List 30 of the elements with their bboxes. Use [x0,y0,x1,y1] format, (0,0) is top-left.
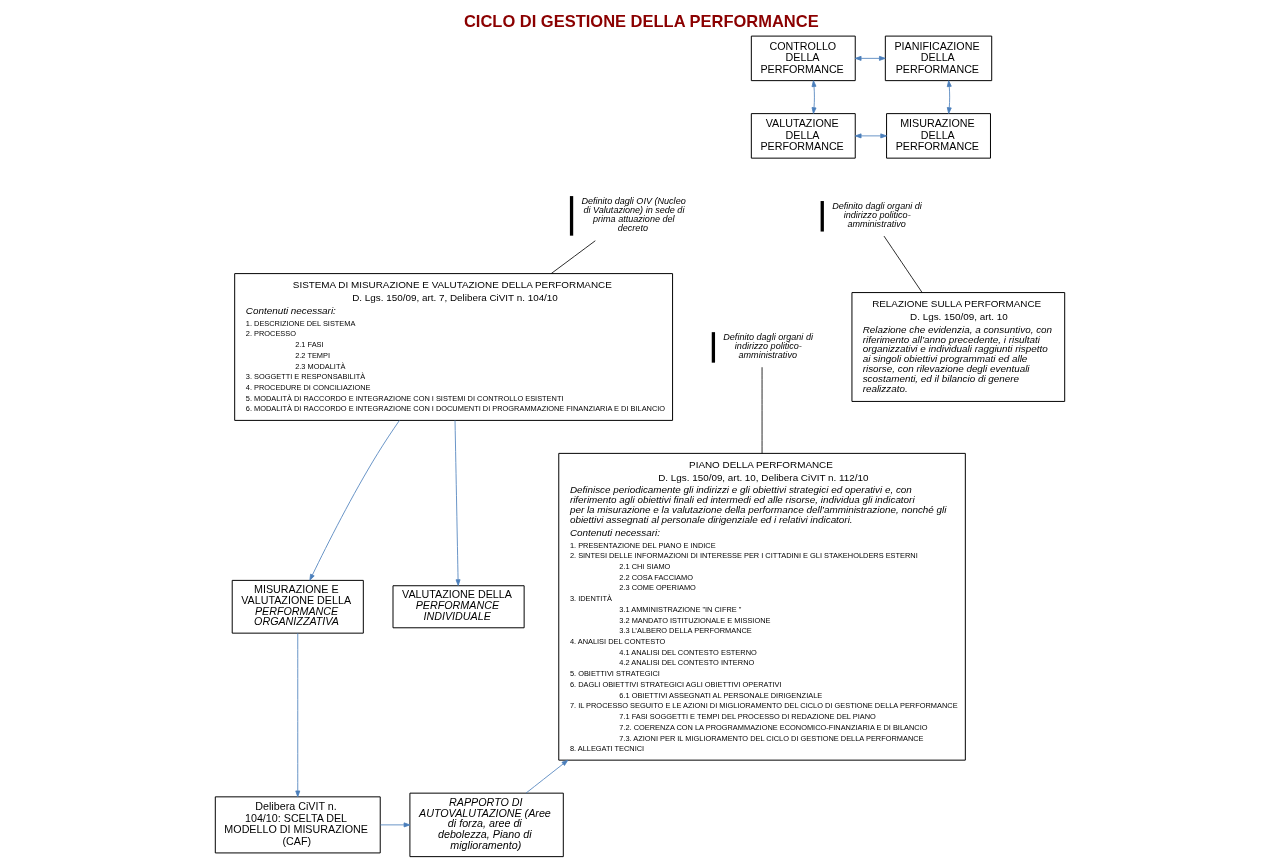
node-box: RELAZIONE SULLA PERFORMANCE D. Lgs. 150/09, art. 10 Relazione che evidenzia, a consuntivo, con riferimento all’anno precedente, i risultati organizzativi e individuali raggiunti rispetto ai singoli obiettivi programmati ed alle risorse, con rilevazione degli eventuali scostamenti, ed il bilancio di genere realizzato. [851,292,1066,402]
node-label: Definito dagli organi di indirizzo politico-amministrativo [832,201,922,230]
node-box: MISURAZIONE DELLA PERFORMANCE [886,113,991,159]
node-box: CONTROLLO DELLA PERFORMANCE [750,35,856,82]
node-box: PIANO DELLA PERFORMANCE D. Lgs. 150/09, art. 10, Delibera CiVIT n. 112/10 Definisce periodicamente gli indirizzi e gli obiettivi strategici ed operativi e, con riferimento agli obiettivi finali ed intermedi ed alle risorse, individua gli indicatori per la misurazione e la valutazione della performance dell’amministrazione, nonché gli obiettivi assegnati al personale dirigenziale ed i relativi indicatori. Contenuti necessari: 1. PRESENTAZIONE DEL PIANO E INDICE 2. SINTESI DELLE INFORMAZIONI DI INTERESSE PER I CITTADINI E GLI STAKEHOLDERS ESTERNI 2.1 CHI SIAMO 2.2 COSA FACCIAMO 2.3 COME OPERIAMO 3. IDENTITÀ 3.1 AMMINISTRAZIONE "IN CIFRE " 3.2 MANDATO ISTITUZIONALE E MISSIONE 3.3 L’ALBERO DELLA PERFORMANCE 4. ANALISI DEL CONTESTO 4.1 ANALISI DEL CONTESTO ESTERNO 4.2 ANALISI DEL CONTESTO INTERNO 5. OBIETTIVI STRATEGICI 6. DAGLI OBIETTIVI STRATEGICI AGLI OBIETTIVI OPERATIVI 6.1 OBIETTIVI ASSEGNATI AL PERSONALE DIRIGENZIALE 7. IL PROCESSO SEGUITO E LE AZIONI DI MIGLIORAMENTO DEL CICLO DI GESTIONE DELLA PERFORMANCE 7.1 FASI SOGGETTI E TEMPI DEL PROCESSO DI REDAZIONE DEL PIANO 7.2. COERENZA CON LA PROGRAMMAZIONE ECONOMICO-FINANZIARIA E DI BILANCIO 7.3. AZIONI PER IL MIGLIORAMENTO DEL CICLO DI GESTIONE DELLA PERFORMANCE 8. ALLEGATI TECNICI [558,452,966,761]
node-label: Definito dagli organi di indirizzo politico-amministrativo [723,332,813,361]
connector [761,366,763,454]
arrow [854,133,887,139]
node-box [569,196,574,236]
arrow [295,632,301,798]
arrow [811,80,817,114]
node-box: RAPPORTO DI AUTOVALUTAZIONE (Aree di forza, aree di debolezza, Piano di miglioramento) [409,792,564,858]
arrow [454,420,461,586]
connector [883,235,923,293]
node-box: SISTEMA DI MISURAZIONE E VALUTAZIONE DELLA PERFORMANCE D. Lgs. 150/09, art. 7, Delibera CiVIT n. 104/10 Contenuti necessari: 1. DESCRIZIONE DEL SISTEMA 2. PROCESSO 2.1 FASI 2.2 TEMPI 2.3 MODALITÀ 3. SOGGETTI E RESPONSABILITÀ 4. PROCEDURE DI CONCILIAZIONE 5. MODALITÀ DI RACCORDO E INTEGRAZIONE CON I SISTEMI DI CONTROLLO ESISTENTI 6. MODALITÀ DI RACCORDO E INTEGRAZIONE CON I DOCUMENTI DI PROGRAMMAZIONE FINANZIARIA E DI BILANCIO [234,273,674,421]
node-box [820,201,824,232]
node-box: MISURAZIONE E VALUTAZIONE DELLA PERFORMANCE ORGANIZZATIVA [231,579,364,634]
node-box: VALUTAZIONE DELLA PERFORMANCE [750,113,856,159]
node-box: VALUTAZIONE DELLA PERFORMANCE INDIVIDUALE [392,585,525,629]
arrow [379,822,411,828]
arrow [309,420,400,581]
arrow [525,759,569,794]
diagram-title: CICLO DI GESTIONE DELLA PERFORMANCE [463,12,819,31]
node-label: Definito dagli OIV (Nucleo di Valutazione) in sede di prima attuazione del decreto [581,196,686,234]
node-box: PIANIFICAZIONE DELLA PERFORMANCE [884,35,993,82]
node-box: Delibera CiVIT n. 104/10: SCELTA DEL MODELLO DI MISURAZIONE (CAF) [214,796,381,854]
arrow [946,80,952,114]
arrow [854,55,886,61]
connector [550,240,596,274]
node-box [711,332,716,363]
